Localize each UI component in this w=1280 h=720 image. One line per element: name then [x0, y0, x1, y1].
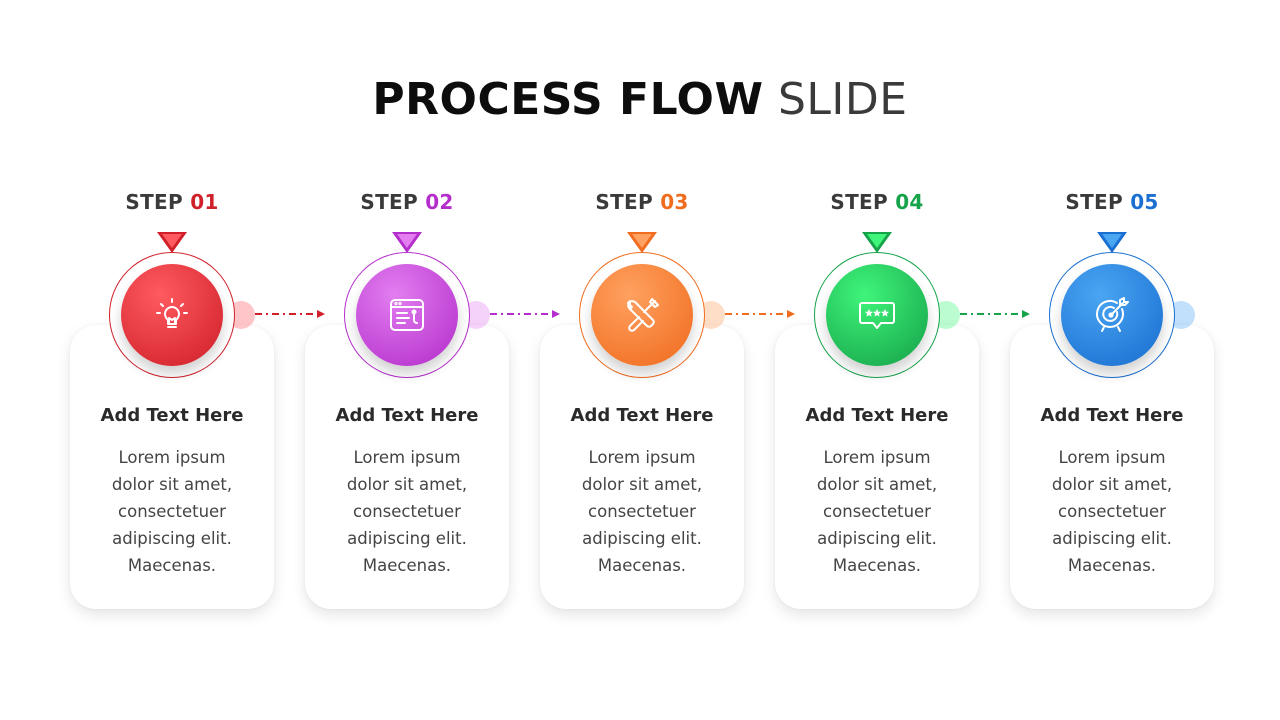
dashed-arrow-connector	[490, 310, 560, 318]
step-word: STEP	[595, 190, 653, 214]
card-text-line: Lorem ipsum	[118, 448, 226, 467]
card-text-line: adipiscing elit.	[112, 529, 232, 548]
card-text-line: Maecenas.	[832, 556, 922, 575]
card-text-line: adipiscing elit.	[347, 529, 467, 548]
step-label: STEP 02	[305, 190, 509, 214]
card-text-line: Lorem ipsum	[1058, 448, 1166, 467]
card-text-line: Maecenas.	[127, 556, 217, 575]
card-text-line: Maecenas.	[362, 556, 452, 575]
icon-circle	[121, 264, 223, 366]
card-text-line: adipiscing elit.	[582, 529, 702, 548]
step-5: STEP 05 Add Text Here	[1010, 0, 1245, 720]
card-text-line: consectetuer	[1058, 502, 1166, 521]
card-heading: Add Text Here	[100, 405, 244, 426]
step-number: 03	[660, 190, 689, 214]
card-text-line: dolor sit amet,	[816, 475, 938, 494]
card-text-line: adipiscing elit.	[817, 529, 937, 548]
card-text: Lorem ipsum dolor sit amet, consectetuer…	[546, 444, 738, 579]
card-text-line: dolor sit amet,	[1051, 475, 1173, 494]
icon-circle	[826, 264, 928, 366]
card-text-line: dolor sit amet,	[111, 475, 233, 494]
step-label: STEP 05	[1010, 190, 1214, 214]
triangle-pointer-icon	[627, 232, 657, 253]
card-text: Lorem ipsum dolor sit amet, consectetuer…	[1016, 444, 1208, 579]
dashed-arrow-connector	[960, 310, 1030, 318]
step-4: STEP 04 Add Text Here	[775, 0, 1030, 720]
card-text-line: Maecenas.	[597, 556, 687, 575]
tools-icon	[627, 298, 659, 332]
card-text: Lorem ipsum dolor sit amet, consectetuer…	[76, 444, 268, 579]
card-text: Lorem ipsum dolor sit amet, consectetuer…	[311, 444, 503, 579]
card-heading: Add Text Here	[335, 405, 479, 426]
rating-chat-icon	[859, 302, 895, 329]
step-3: STEP 03 Add Text Here Lorem ip	[540, 0, 795, 720]
title-bold: PROCESS FLOW	[372, 74, 764, 125]
triangle-pointer-icon	[862, 232, 892, 253]
step-number: 05	[1130, 190, 1159, 214]
step-1: STEP 01	[70, 0, 325, 720]
card-text: Lorem ipsum dolor sit amet, consectetuer…	[781, 444, 973, 579]
step-2: STEP 02	[305, 0, 560, 720]
step-word: STEP	[125, 190, 183, 214]
card-text-line: consectetuer	[118, 502, 226, 521]
step-number: 04	[895, 190, 924, 214]
card-text-line: dolor sit amet,	[346, 475, 468, 494]
card-text-line: Lorem ipsum	[823, 448, 931, 467]
dashed-arrow-connector	[725, 310, 795, 318]
triangle-pointer-icon	[157, 232, 187, 253]
title-light: SLIDE	[777, 74, 908, 125]
step-word: STEP	[360, 190, 418, 214]
card-text-line: dolor sit amet,	[581, 475, 703, 494]
step-number: 02	[425, 190, 454, 214]
step-word: STEP	[830, 190, 888, 214]
step-label: STEP 01	[70, 190, 274, 214]
triangle-pointer-icon	[392, 232, 422, 253]
icon-circle	[356, 264, 458, 366]
step-number: 01	[190, 190, 219, 214]
browser-window-icon	[390, 299, 424, 331]
card-text-line: Lorem ipsum	[353, 448, 461, 467]
card-text-line: consectetuer	[823, 502, 931, 521]
card-text-line: Lorem ipsum	[588, 448, 696, 467]
card-heading: Add Text Here	[570, 405, 714, 426]
step-word: STEP	[1065, 190, 1123, 214]
card-text-line: Maecenas.	[1067, 556, 1157, 575]
dashed-arrow-connector	[255, 310, 325, 318]
step-label: STEP 04	[775, 190, 979, 214]
card-text-line: consectetuer	[353, 502, 461, 521]
step-label: STEP 03	[540, 190, 744, 214]
card-heading: Add Text Here	[1040, 405, 1184, 426]
card-heading: Add Text Here	[805, 405, 949, 426]
lightbulb-icon	[156, 298, 188, 328]
card-text-line: consectetuer	[588, 502, 696, 521]
target-icon	[1096, 297, 1129, 332]
slide-title: PROCESS FLOW SLIDE	[0, 72, 1280, 128]
icon-circle	[591, 264, 693, 366]
triangle-pointer-icon	[1097, 232, 1127, 253]
icon-circle	[1061, 264, 1163, 366]
card-text-line: adipiscing elit.	[1052, 529, 1172, 548]
